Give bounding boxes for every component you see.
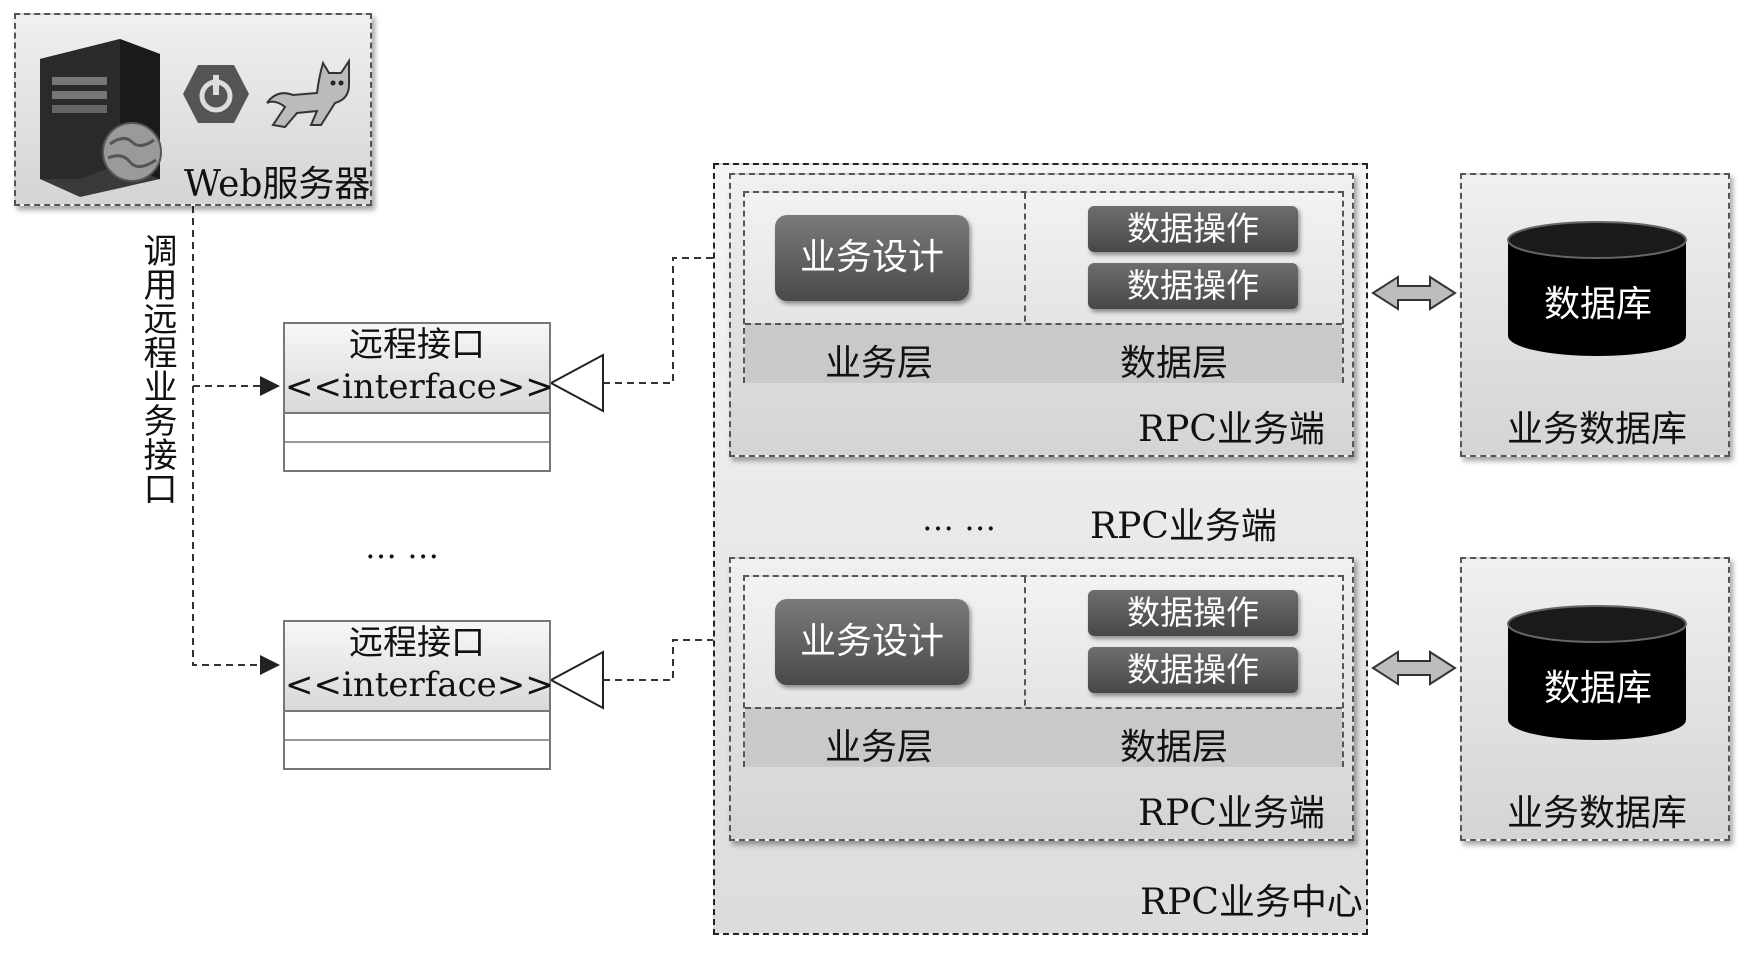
database-box-1: 数据库 业务数据库 xyxy=(1460,173,1730,457)
business-layer-label: 业务层 xyxy=(825,727,934,768)
db-double-arrow-1 xyxy=(1371,275,1457,311)
business-design-block: 业务设计 xyxy=(775,599,969,685)
data-operation-block: 数据操作 xyxy=(1088,206,1298,252)
interface-methods-row xyxy=(285,741,549,768)
database-cylinder-icon xyxy=(1507,221,1687,356)
rpc-client-label: RPC业务端 xyxy=(1138,793,1325,834)
layer-bar: 业务层 数据层 xyxy=(745,323,1342,384)
data-operation-block: 数据操作 xyxy=(1088,263,1298,309)
layer-container: 业务设计 数据操作 数据操作 业务层 数据层 xyxy=(743,191,1344,384)
database-cylinder-label: 数据库 xyxy=(1544,668,1653,709)
interface-box-2: 远程接口 <<interface>> xyxy=(283,620,554,770)
interface-box-1: 远程接口 <<interface>> xyxy=(283,322,554,472)
layer-bar: 业务层 数据层 xyxy=(745,707,1342,768)
realization-line-2 xyxy=(603,639,745,681)
tomcat-icon xyxy=(266,57,350,129)
interface-methods-row xyxy=(285,443,549,470)
layer-container: 业务设计 数据操作 数据操作 业务层 数据层 xyxy=(743,575,1344,768)
interface-attributes-row xyxy=(285,414,549,443)
data-operation-block: 数据操作 xyxy=(1088,647,1298,693)
data-layer-label: 数据层 xyxy=(1120,343,1229,384)
rpc-client-box-1: 业务设计 数据操作 数据操作 业务层 数据层 RPC业务端 xyxy=(729,173,1354,457)
interface-stereotype: <<interface>> xyxy=(285,367,554,407)
business-design-block: 业务设计 xyxy=(775,215,969,301)
rpc-client-box-2: 业务设计 数据操作 数据操作 业务层 数据层 RPC业务端 xyxy=(729,557,1354,841)
realization-arrow-1 xyxy=(548,353,604,413)
middle-rpc-label: RPC业务端 xyxy=(1090,506,1277,547)
middle-ellipsis: … … xyxy=(922,500,997,538)
globe-icon xyxy=(102,122,162,182)
realization-arrow-2 xyxy=(548,650,604,710)
web-server-label: Web服务器 xyxy=(184,164,371,205)
database-label: 业务数据库 xyxy=(1507,793,1688,834)
data-layer-label: 数据层 xyxy=(1120,727,1229,768)
database-box-2: 数据库 业务数据库 xyxy=(1460,557,1730,841)
interface-name: 远程接口 xyxy=(349,623,485,663)
realization-line-1 xyxy=(603,257,745,384)
interface-attributes-row xyxy=(285,712,549,741)
web-server-box: Web服务器 xyxy=(14,13,372,206)
interface-name: 远程接口 xyxy=(349,325,485,365)
call-label: 调用远程业务接口 xyxy=(135,233,177,505)
data-operation-block: 数据操作 xyxy=(1088,590,1298,636)
call-connector xyxy=(192,206,280,675)
left-ellipsis: … … xyxy=(365,528,440,566)
call-label-text: 调用远程业务接口 xyxy=(137,233,177,505)
database-label: 业务数据库 xyxy=(1507,409,1688,450)
rpc-center-label: RPC业务中心 xyxy=(1140,882,1363,923)
layer-divider xyxy=(1024,193,1026,383)
database-cylinder-label: 数据库 xyxy=(1544,284,1653,325)
layer-divider xyxy=(1024,577,1026,767)
business-layer-label: 业务层 xyxy=(825,343,934,384)
interface-stereotype: <<interface>> xyxy=(285,665,554,705)
rpc-client-label: RPC业务端 xyxy=(1138,409,1325,450)
database-cylinder-icon xyxy=(1507,605,1687,740)
power-icon xyxy=(183,65,249,123)
db-double-arrow-2 xyxy=(1371,650,1457,686)
